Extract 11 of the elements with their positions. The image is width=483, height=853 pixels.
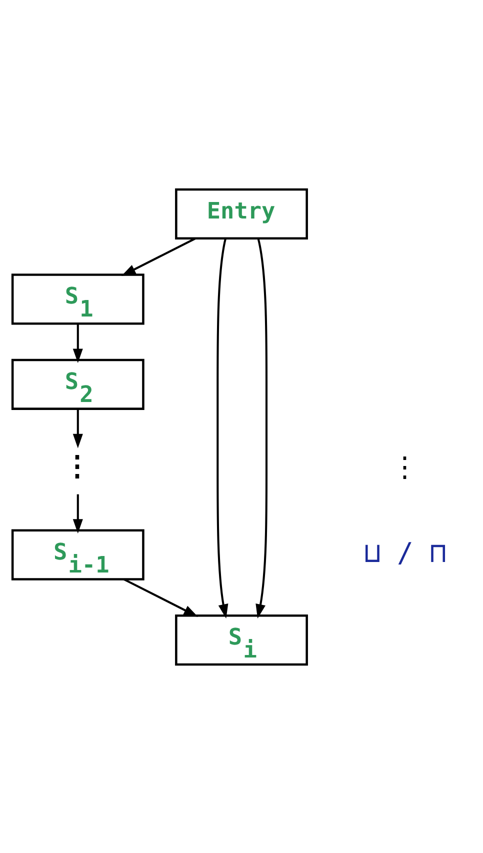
label: ⋮ (390, 452, 418, 484)
arrow (72, 323, 83, 363)
label: ⊔ / ⊓ (364, 537, 446, 568)
node-box: Entry (175, 188, 308, 240)
arrow (72, 408, 83, 448)
arrow (256, 238, 268, 618)
arrow (72, 494, 83, 533)
node-text: ⋮ (64, 451, 91, 482)
arrow (121, 237, 196, 276)
arrow (123, 578, 198, 616)
arrow (216, 238, 228, 618)
